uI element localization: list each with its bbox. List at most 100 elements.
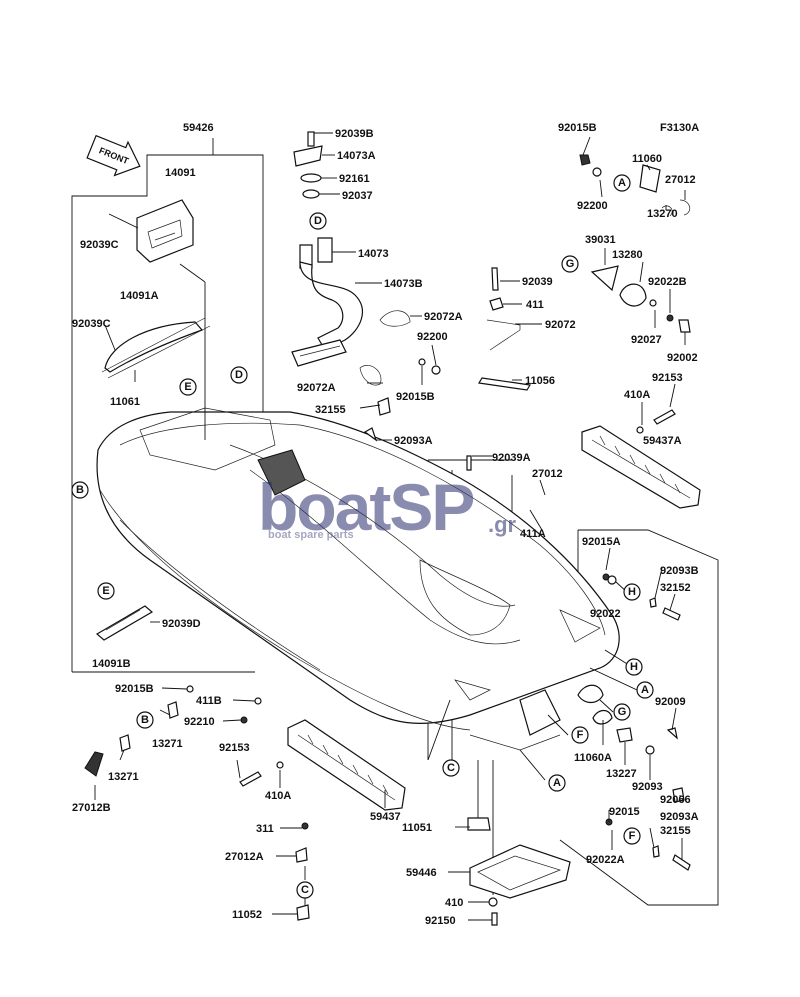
part-label: 92022	[590, 608, 621, 620]
svg-text:F: F	[577, 729, 584, 741]
part-label: 92153	[219, 742, 250, 754]
part-label: 14073A	[337, 150, 376, 162]
part-label: 59446	[406, 867, 437, 879]
right-upper-parts	[363, 154, 691, 471]
svg-text:H: H	[630, 661, 638, 673]
svg-text:C: C	[447, 762, 455, 774]
callout-d-hose: D	[309, 212, 327, 230]
svg-text:H: H	[628, 586, 636, 598]
callout-c-hull: C	[442, 759, 460, 777]
part-label: 410A	[265, 790, 291, 802]
part-label: 92009	[655, 696, 686, 708]
diagram-code: F3130A	[660, 122, 699, 134]
part-label: 92015B	[115, 683, 154, 695]
part-label: 311	[256, 823, 274, 835]
cover-14091b	[95, 605, 154, 641]
part-label: 13270	[647, 208, 678, 220]
callout-g-hull: G	[613, 703, 631, 721]
part-label: 11051	[402, 822, 432, 834]
part-label: 92027	[631, 334, 662, 346]
part-label: 13271	[152, 738, 183, 750]
part-label: 14091B	[92, 658, 131, 670]
svg-text:G: G	[618, 706, 627, 718]
callout-f-right: F	[623, 827, 641, 845]
part-label: 92153	[652, 372, 683, 384]
part-label: 92037	[342, 190, 373, 202]
part-label: 32155	[315, 404, 346, 416]
part-label: 92072A	[297, 382, 336, 394]
hull-body	[96, 407, 620, 751]
front-arrow-icon: FRONT	[86, 134, 141, 177]
part-label: 27012B	[72, 802, 111, 814]
callout-b-lower: B	[136, 711, 154, 729]
part-label: 410A	[624, 389, 650, 401]
callout-h-hull: H	[625, 658, 643, 676]
part-label: 14073	[358, 248, 389, 260]
part-label: 92093A	[394, 435, 433, 447]
part-label: 92200	[417, 331, 448, 343]
part-label: 13227	[606, 768, 637, 780]
intake-hose-assembly	[291, 131, 411, 386]
part-label: 11052	[232, 909, 262, 921]
part-label: 39031	[585, 234, 616, 246]
part-label: 92072	[545, 319, 576, 331]
part-label: 92039	[522, 276, 553, 288]
part-label: 92022B	[648, 276, 687, 288]
part-label: 92002	[667, 352, 698, 364]
part-label: 92072A	[424, 311, 463, 323]
part-label: 59437A	[643, 435, 682, 447]
ride-plate-59437	[287, 719, 406, 811]
part-label: 14091	[165, 167, 196, 179]
part-label: 92210	[184, 716, 215, 728]
callout-e-upper: E	[179, 378, 197, 396]
svg-text:A: A	[618, 177, 626, 189]
part-label: 92015B	[396, 391, 435, 403]
callout-a-top: A	[613, 174, 631, 192]
svg-text:B: B	[141, 714, 149, 726]
part-label: 27012	[532, 468, 563, 480]
callout-a-right: A	[636, 681, 654, 699]
callout-d-hull: D	[230, 366, 248, 384]
callout-markers: A A A B B C C D D E E F F G G H H	[71, 174, 654, 899]
part-label: 92161	[339, 173, 370, 185]
part-label: 11060	[632, 153, 662, 165]
callout-b-hull: B	[71, 481, 89, 499]
watermark-brand: boatSP	[258, 470, 473, 544]
part-label: 14073B	[384, 278, 423, 290]
part-label: 13271	[108, 771, 139, 783]
part-labels: 59426 14091 92039C 14091A 92039C 11061 1…	[72, 122, 699, 927]
part-label: 59426	[183, 122, 214, 134]
part-label: 32155	[660, 825, 691, 837]
part-label: 410	[445, 897, 463, 909]
callout-a-bottom: A	[548, 774, 566, 792]
part-label: 92015A	[582, 536, 621, 548]
part-label: 92039D	[162, 618, 201, 630]
part-label: 92015B	[558, 122, 597, 134]
part-label: 92015	[609, 806, 640, 818]
svg-text:A: A	[553, 777, 561, 789]
part-label: 11060A	[574, 752, 612, 764]
watermark-tagline: boat spare parts	[268, 529, 354, 541]
watermark-logo: boatSP .gr boat spare parts	[258, 470, 517, 544]
lower-center-parts	[295, 817, 571, 926]
leader-lines	[94, 132, 686, 921]
part-label: 92039C	[80, 239, 119, 251]
watermark-suffix: .gr	[488, 512, 517, 537]
part-label: 13280	[612, 249, 643, 261]
svg-text:G: G	[566, 258, 575, 270]
part-label: 92093A	[660, 811, 699, 823]
part-label: 411B	[196, 695, 222, 707]
part-label: 92093	[632, 781, 663, 793]
part-label: 11061	[110, 396, 140, 408]
part-label: 411	[526, 299, 544, 311]
svg-text:B: B	[76, 484, 84, 496]
svg-text:D: D	[314, 215, 322, 227]
part-label: 411A	[520, 528, 546, 540]
part-label: 92066	[660, 794, 691, 806]
part-label: 32152	[660, 582, 691, 594]
part-label: 92200	[577, 200, 608, 212]
callout-f-hull: F	[571, 726, 589, 744]
hatch-lid-14091a	[101, 317, 211, 379]
svg-text:E: E	[184, 381, 191, 393]
